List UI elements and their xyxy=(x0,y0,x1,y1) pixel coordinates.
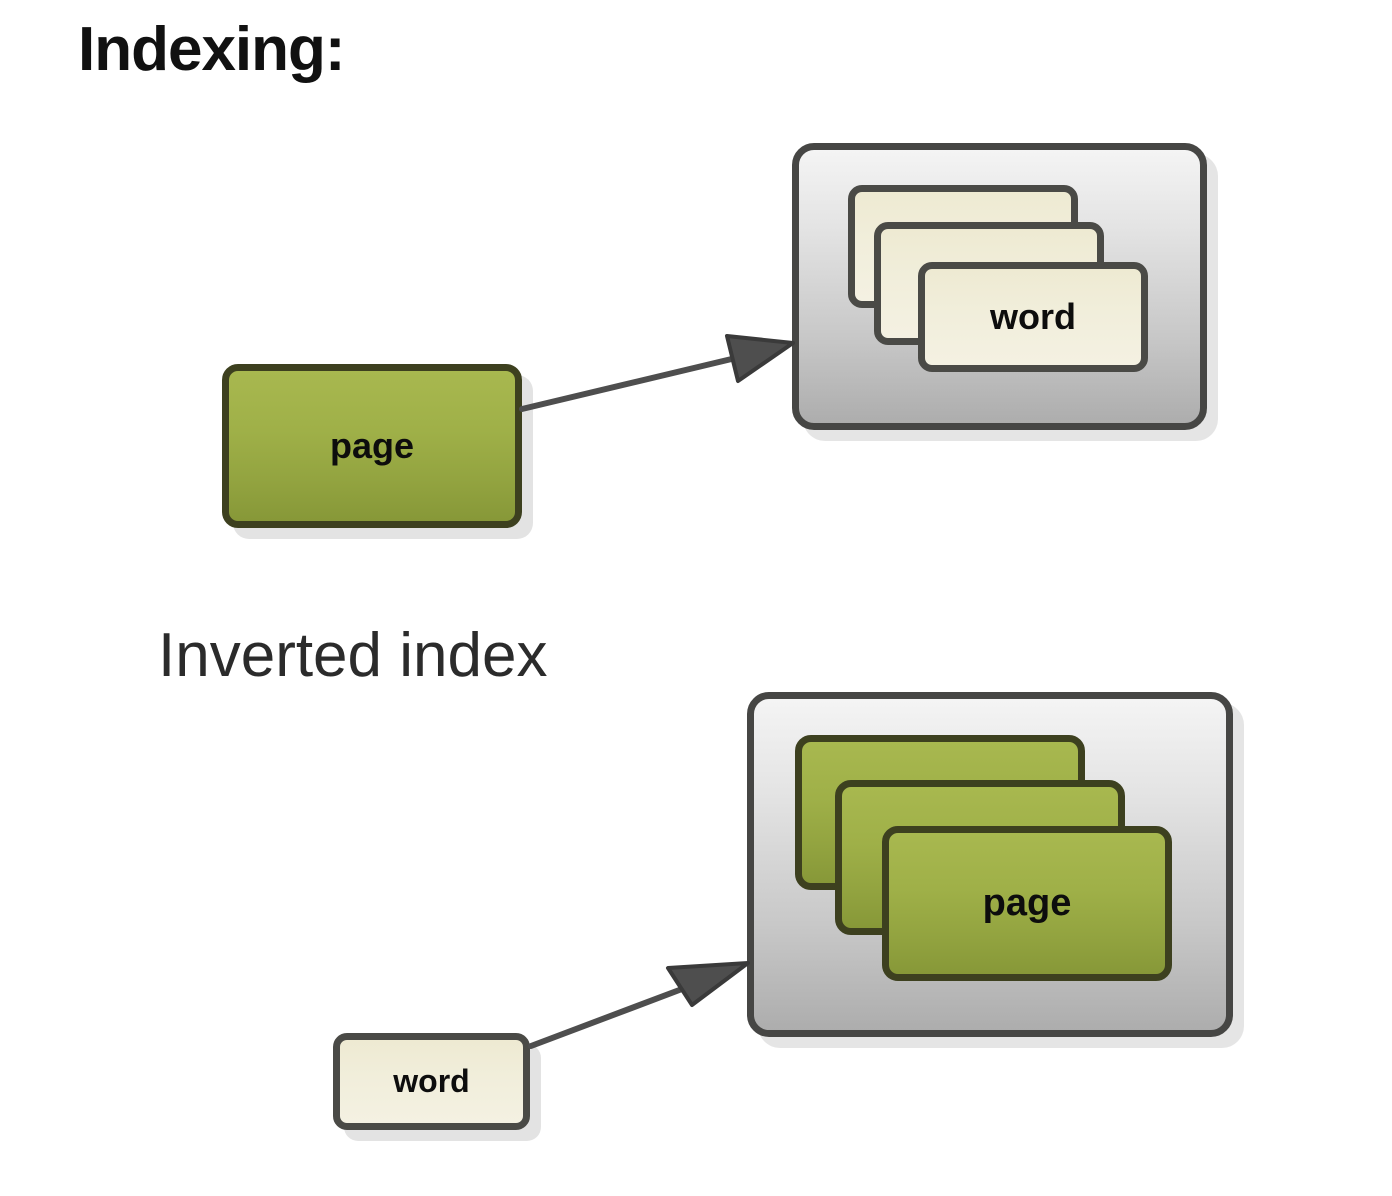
arrow-line-1 xyxy=(519,354,743,412)
node-word-source[interactable]: word xyxy=(333,1033,530,1130)
arrow-head-1 xyxy=(725,334,795,383)
node-label-page: page xyxy=(329,425,415,466)
section-heading-inverted-index: Inverted index xyxy=(158,621,548,690)
node-label-word-source: word xyxy=(393,1063,470,1099)
card-page-front[interactable]: page xyxy=(882,826,1172,981)
arrow-word-to-page-container xyxy=(528,961,750,1049)
node-page-source[interactable]: page xyxy=(222,364,522,528)
arrow-line-2 xyxy=(528,986,685,1049)
arrow-head-2 xyxy=(666,961,750,1007)
arrow-page-to-word-container xyxy=(519,334,795,412)
card-word-front[interactable]: word xyxy=(918,262,1148,372)
node-label-page-front: page xyxy=(982,882,1072,924)
node-label-word: word xyxy=(990,296,1076,337)
page-title: Indexing: xyxy=(78,15,346,84)
